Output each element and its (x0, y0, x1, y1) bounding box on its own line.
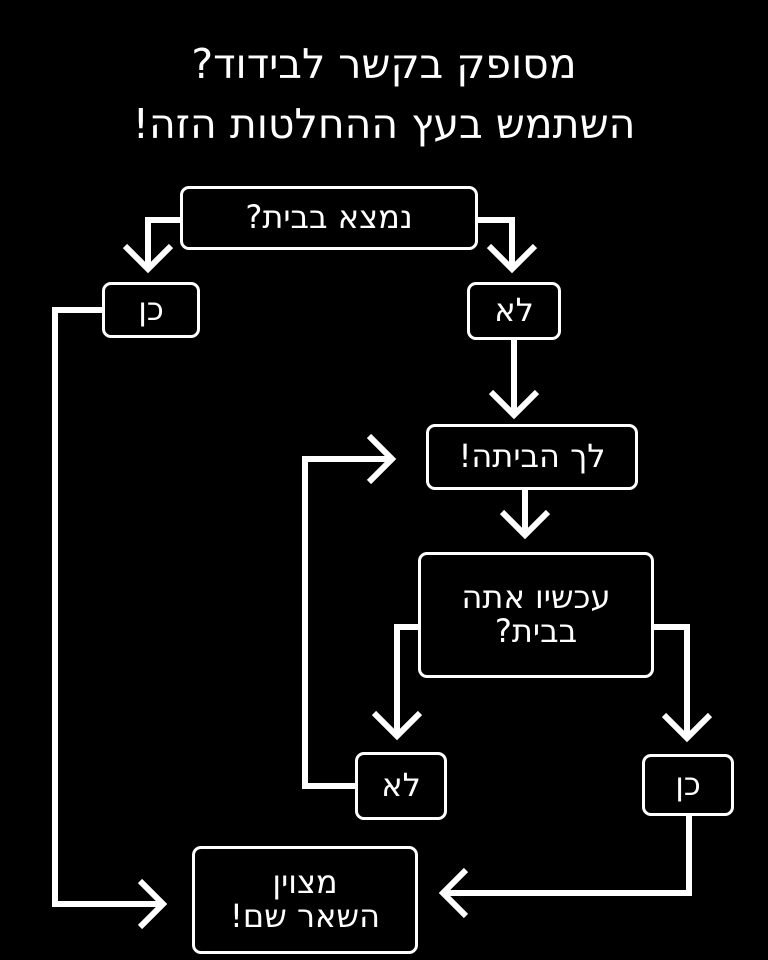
node-now-home-question-label: עכשיו אתה בבית? (461, 578, 611, 650)
node-no-2: לא (355, 752, 447, 820)
arrowhead-result-left (137, 878, 168, 930)
node-at-home-question-label: נמצא בבית? (245, 198, 413, 237)
arrowhead-yes-1 (122, 243, 174, 274)
node-no-2-label: לא (381, 766, 421, 805)
node-result-label: מצוין השאר שם! (230, 863, 380, 935)
node-go-home: לך הביתה! (426, 424, 638, 490)
arrowhead-no-2 (371, 710, 423, 741)
arrowhead-question-2 (499, 509, 551, 540)
node-no-1: לא (467, 282, 561, 340)
arrow-question-to-yes-2 (654, 624, 690, 735)
arrow-question-to-yes (145, 217, 182, 266)
arrowhead-go-home (488, 389, 540, 420)
node-yes-1: כן (102, 282, 200, 338)
arrowhead-yes-2 (661, 712, 713, 743)
node-at-home-question: נמצא בבית? (180, 186, 478, 250)
node-yes-1-label: כן (138, 290, 164, 329)
title-line-2: השתמש בעץ ההחלטות הזה! (132, 100, 636, 148)
arrowhead-loop-back (366, 433, 397, 485)
node-yes-2-label: כן (675, 765, 701, 804)
arrow-question-to-no-2 (394, 624, 420, 733)
node-yes-2: כן (642, 754, 734, 816)
arrowhead-no-1 (486, 243, 538, 274)
node-result: מצוין השאר שם! (192, 846, 418, 954)
arrowhead-result-right (438, 867, 469, 919)
node-now-home-question: עכשיו אתה בבית? (418, 552, 654, 678)
arrow-question-to-no (478, 217, 515, 266)
arrow-yes-to-result (52, 307, 160, 907)
title-line-1: מסופק בקשר לבידוד? (191, 40, 577, 88)
arrow-yes-2-to-result (446, 814, 692, 896)
node-go-home-label: לך הביתה! (458, 437, 606, 476)
arrow-loop-back-to-go-home (302, 456, 389, 789)
node-no-1-label: לא (494, 291, 534, 330)
